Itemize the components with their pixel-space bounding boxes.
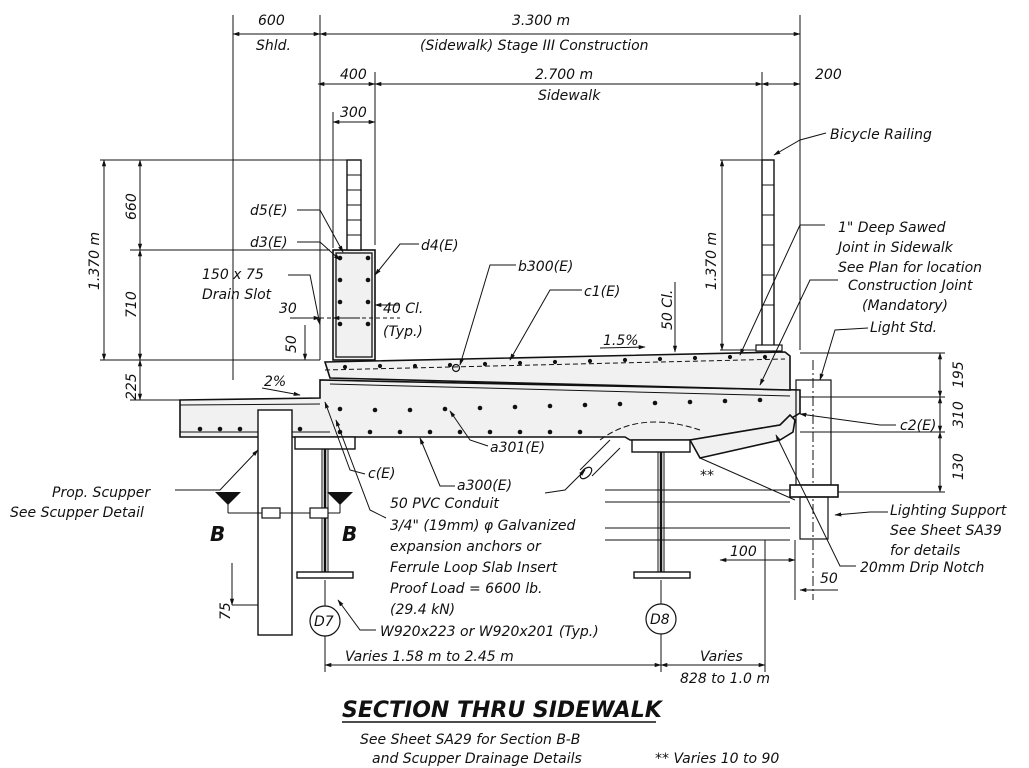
dim-310: 310: [951, 401, 967, 428]
label-drip: 20mm Drip Notch: [860, 560, 984, 576]
label-anchor-1: 3/4" (19mm) φ Galvanized: [390, 518, 575, 534]
label-d4e: d4(E): [421, 238, 459, 254]
scupper: [215, 409, 353, 636]
dim-400: 400: [340, 67, 367, 83]
dim-sidewalk-label: Sidewalk: [538, 88, 601, 104]
dim-shld-label: Shld.: [256, 38, 291, 54]
girder-d8-label: D8: [650, 612, 670, 628]
label-bicycle-railing: Bicycle Railing: [830, 127, 932, 143]
label-a300e: a300(E): [457, 478, 512, 494]
top-dimensions: [232, 15, 801, 380]
label-d5e: d5(E): [250, 203, 288, 219]
girder-d7-label: D7: [314, 614, 334, 630]
curb-post: [320, 159, 400, 361]
d7-bubble: [309, 605, 341, 637]
d8-bubble: [645, 603, 677, 635]
dim-50-right: 50: [820, 571, 838, 587]
section-b-left: B: [210, 522, 225, 546]
label-drain-1: 150 x 75: [202, 267, 264, 283]
dim-right-total: 1.370 m: [704, 232, 720, 290]
label-lighting-2: See Sheet SA39: [890, 523, 1002, 539]
dim-30: 30: [279, 301, 297, 317]
label-a301e: a301(E): [490, 440, 545, 456]
label-lighting-1: Lighting Support: [890, 503, 1007, 519]
footnote: ** Varies 10 to 90: [655, 751, 779, 767]
section-b-right: B: [342, 522, 357, 546]
label-sawed-2: Joint in Sidewalk: [835, 240, 954, 256]
dim-225: 225: [124, 373, 140, 400]
label-beam: W920x223 or W920x201 (Typ.): [380, 624, 599, 640]
dim-50-left: 50: [284, 335, 300, 353]
label-sawed-1: 1" Deep Sawed: [838, 220, 946, 236]
dim-50-cl: 50 Cl.: [660, 290, 676, 330]
dim-660: 660: [124, 193, 140, 220]
star-note: **: [700, 468, 714, 484]
dim-stage-value: 3.300 m: [512, 13, 570, 29]
bicycle-railing: [755, 159, 783, 352]
label-conduit: 50 PVC Conduit: [390, 496, 499, 512]
label-construction-joint: Construction Joint: [848, 278, 973, 294]
curb-dimensions: [261, 282, 678, 396]
girder-d8: [631, 439, 691, 579]
label-c2e: c2(E): [900, 418, 936, 434]
drawing-title: SECTION THRU SIDEWALK: [342, 698, 664, 723]
sidewalk-slab: [323, 351, 791, 397]
label-sawed-3: See Plan for location: [838, 260, 982, 276]
dim-300: 300: [340, 105, 367, 121]
label-scupper-1: Prop. Scupper: [52, 485, 151, 501]
dim-75: 75: [218, 602, 234, 620]
dim-130: 130: [951, 453, 967, 480]
subtitle-2: and Scupper Drainage Details: [372, 751, 582, 767]
dim-195: 195: [951, 361, 967, 388]
leaders: [175, 132, 896, 631]
dim-varies-right-2: 828 to 1.0 m: [680, 671, 770, 687]
label-c1e: c1(E): [584, 284, 620, 300]
label-lighting-3: for details: [890, 543, 960, 559]
subtitle-1: See Sheet SA29 for Section B-B: [360, 732, 580, 748]
dim-stage-label: (Sidewalk) Stage III Construction: [420, 38, 649, 54]
label-anchor-5: (29.4 kN): [390, 602, 455, 618]
label-ce: c(E): [368, 466, 395, 482]
dim-710: 710: [124, 291, 140, 318]
label-light-std: Light Std.: [870, 320, 937, 336]
left-vertical-dimensions: [100, 159, 350, 401]
label-anchor-4: Proof Load = 6600 lb.: [390, 581, 542, 597]
slope-left: 2%: [264, 374, 286, 390]
dim-shld-value: 600: [258, 13, 285, 29]
label-d3e: d3(E): [250, 235, 288, 251]
dim-left-total: 1.370 m: [87, 232, 103, 290]
dim-sidewalk-value: 2.700 m: [535, 67, 593, 83]
label-anchor-3: Ferrule Loop Slab Insert: [390, 560, 558, 576]
slope-right: 1.5%: [603, 333, 639, 349]
dim-typ: (Typ.): [383, 324, 423, 340]
label-scupper-2: See Scupper Detail: [10, 505, 144, 521]
dim-40: 40 Cl.: [383, 301, 423, 317]
right-overhang: [605, 360, 839, 600]
dim-100: 100: [730, 544, 757, 560]
dim-varies-right-1: Varies: [700, 649, 743, 665]
label-anchor-2: expansion anchors or: [390, 539, 542, 555]
label-mandatory: (Mandatory): [862, 298, 948, 314]
dim-varies-left: Varies 1.58 m to 2.45 m: [345, 649, 514, 665]
label-drain-2: Drain Slot: [202, 287, 272, 303]
label-b300e: b300(E): [518, 259, 573, 275]
dim-200: 200: [815, 67, 842, 83]
